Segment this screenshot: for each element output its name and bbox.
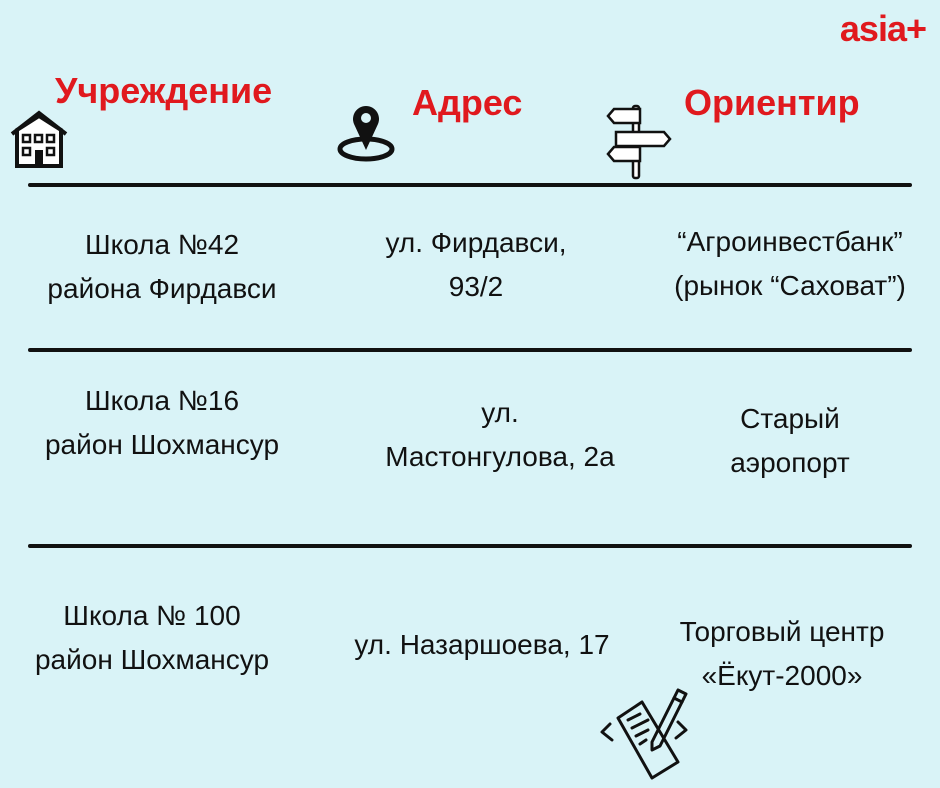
divider — [28, 183, 912, 187]
text-line: ул. Фирдавси, — [385, 227, 567, 258]
text-line: района Фирдавси — [47, 273, 277, 304]
institution-cell: Школа №16 район Шохмансур — [45, 379, 279, 467]
document-pencil-icon — [600, 688, 688, 780]
text-line: район Шохмансур — [44, 429, 280, 460]
institution-cell: Школа №42 района Фирдавси — [47, 223, 276, 311]
text-line: “Агроинвестбанк” — [677, 226, 903, 257]
text-line: аэропорт — [730, 447, 850, 478]
text-line: ул. Назаршоева, 17 — [354, 629, 610, 660]
divider — [28, 544, 912, 548]
text-line: Торговый центр — [679, 616, 885, 647]
text-line: Школа №42 — [84, 229, 240, 260]
institution-cell: Школа № 100 район Шохмансур — [35, 594, 269, 682]
location-pin-icon — [337, 106, 395, 162]
divider — [28, 348, 912, 352]
header-landmark: Ориентир — [684, 82, 860, 123]
address-cell: ул. Мастонгулова, 2а — [385, 391, 614, 479]
asia-plus-logo: asia+ — [839, 8, 927, 49]
text-line: Мастонгулова, 2а — [385, 441, 615, 472]
text-line: «Ёкут-2000» — [701, 660, 863, 691]
text-line: ул. — [481, 397, 519, 428]
text-line: 93/2 — [448, 271, 504, 302]
text-line: Старый — [740, 403, 840, 434]
address-cell: ул. Назаршоева, 17 — [354, 623, 609, 667]
text-line: Школа № 100 — [63, 600, 241, 631]
landmark-cell: Торговый центр «Ёкут-2000» — [680, 610, 885, 698]
signpost-icon — [606, 104, 672, 180]
building-icon — [10, 110, 68, 168]
header-address: Адрес — [412, 82, 523, 123]
landmark-cell: Старый аэропорт — [730, 397, 850, 485]
text-line: район Шохмансур — [34, 644, 270, 675]
text-line: Школа №16 — [84, 385, 240, 416]
text-line: (рынок “Саховат”) — [674, 270, 906, 301]
address-cell: ул. Фирдавси, 93/2 — [385, 221, 566, 309]
landmark-cell: “Агроинвестбанк” (рынок “Саховат”) — [674, 220, 906, 308]
header-institution: Учреждение — [55, 70, 273, 111]
